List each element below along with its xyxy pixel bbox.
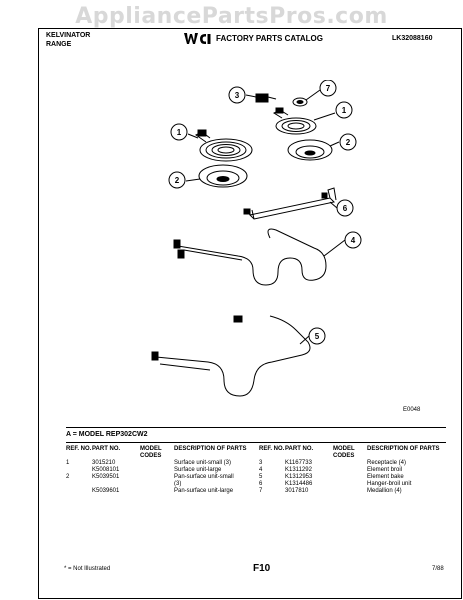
col-desc: DESCRIPTION OF PARTS (367, 446, 440, 452)
product-label: RANGE (46, 41, 72, 48)
table-row: 7 3017810 Medallion (4) (259, 488, 445, 495)
table-header-row: REF. NO. PART NO. MODEL CODES DESCRIPTIO… (66, 446, 250, 460)
cell-part: 3017810 (285, 488, 309, 494)
cell-part: K1311292 (285, 467, 312, 473)
cell-ref: 7 (259, 488, 263, 494)
cell-codes (333, 481, 367, 488)
brand-label: KELVINATOR (46, 32, 91, 39)
cell-ref: 5 (259, 474, 263, 480)
callout-circles (168, 80, 362, 345)
table-row: 1 3015210 Surface unit-small (3) (66, 460, 250, 467)
parts-table-left: REF. NO. PART NO. MODEL CODES DESCRIPTIO… (66, 446, 250, 495)
figure-code: E0048 (403, 407, 421, 413)
cell-part: K5008101 (92, 467, 120, 473)
divider-top (66, 427, 446, 428)
cell-desc: Surface unit-small (3) (174, 460, 232, 466)
hanger-broil-unit (243, 187, 337, 220)
medallion (292, 97, 308, 107)
callout-label: 1 (342, 106, 347, 115)
cell-part (92, 481, 140, 488)
callout-leaders (185, 89, 346, 345)
col-ref: REF. NO. (259, 446, 285, 452)
cell-desc: (3) (174, 481, 182, 487)
page-frame (38, 28, 462, 599)
watermark: AppliancePartsPros.com (75, 4, 388, 29)
cell-ref (66, 481, 92, 488)
cell-desc: Hanger-broil unit (367, 481, 412, 487)
cell-part: 3015210 (92, 460, 116, 466)
cell-ref: 4 (259, 467, 263, 473)
cell-ref: 1 (66, 460, 70, 466)
catalog-date: 7/88 (432, 566, 444, 572)
footnote: * = Not Illustrated (64, 566, 111, 572)
col-ref: REF. NO. (66, 446, 92, 452)
receptacle (255, 93, 277, 103)
callout-label: 4 (351, 236, 356, 245)
pan-surface-unit-large-left (198, 164, 248, 188)
surface-unit-small-right (272, 107, 317, 135)
cell-ref (66, 467, 92, 474)
table-row: K5039601 Pan-surface unit-large (66, 488, 250, 495)
cell-codes (333, 488, 367, 495)
parts-diagram: 3 7 1 1 2 2 6 4 5 (151, 80, 362, 397)
element-broil (173, 228, 327, 286)
col-desc: DESCRIPTION OF PARTS (174, 446, 247, 452)
cell-desc: Pan-surface unit-large (174, 488, 234, 494)
cell-desc: Receptacle (4) (367, 460, 407, 466)
cell-codes (333, 474, 367, 481)
model-line: A = MODEL REP302CW2 (66, 431, 148, 438)
parts-table-right: REF. NO. PART NO. MODEL CODES DESCRIPTIO… (259, 446, 445, 495)
cell-ref: 2 (66, 474, 70, 480)
wci-logo (184, 33, 211, 44)
table-row: (3) (66, 481, 250, 488)
table-row: 2 K5039501 Pan-surface unit-small (66, 474, 250, 481)
divider-model (66, 442, 446, 443)
cell-codes (333, 467, 367, 474)
callout-label: 3 (235, 91, 240, 100)
table-row: 5 K1312953 Element bake (259, 474, 445, 481)
catalog-number: LK32088160 (392, 35, 433, 42)
callout-label: 7 (326, 84, 331, 93)
catalog-title: FACTORY PARTS CATALOG (216, 34, 323, 43)
cell-ref: 6 (259, 481, 263, 487)
cell-desc: Medallion (4) (367, 488, 402, 494)
callout-label: 2 (175, 176, 180, 185)
callout-label: 6 (343, 204, 348, 213)
col-part: PART NO. (285, 446, 314, 452)
callout-label: 1 (177, 128, 182, 137)
cell-codes (333, 460, 367, 467)
table-row: 6 K1314486 Hanger-broil unit (259, 481, 445, 488)
page-number: F10 (253, 563, 271, 574)
col-codes: MODEL CODES (333, 446, 355, 459)
surface-unit-large-left (195, 129, 253, 162)
cell-codes (140, 474, 174, 481)
table-row: 4 K1311292 Element broil (259, 467, 445, 474)
cell-ref (66, 488, 92, 495)
cell-codes (140, 481, 174, 488)
cell-part: K1314486 (285, 481, 313, 487)
cell-part: K1312953 (285, 474, 313, 480)
cell-part: K5039601 (92, 488, 120, 494)
pan-surface-unit-small-right (287, 139, 333, 161)
table-header-row: REF. NO. PART NO. MODEL CODES DESCRIPTIO… (259, 446, 445, 460)
cell-desc: Element broil (367, 467, 403, 473)
cell-codes (140, 460, 174, 467)
cell-part: K1167733 (285, 460, 312, 466)
callout-label: 2 (346, 138, 351, 147)
cell-desc: Element bake (367, 474, 404, 480)
cell-desc: Pan-surface unit-small (174, 474, 234, 480)
table-row: K5008101 Surface unit-large (66, 467, 250, 474)
cell-desc: Surface unit-large (174, 467, 222, 473)
cell-codes (140, 488, 174, 495)
cell-codes (140, 467, 174, 474)
col-codes: MODEL CODES (140, 446, 162, 459)
col-part: PART NO. (92, 446, 121, 452)
callout-label: 5 (315, 332, 320, 341)
table-row: 3 K1167733 Receptacle (4) (259, 460, 445, 467)
cell-part: K5039501 (92, 474, 120, 480)
cell-ref: 3 (259, 460, 263, 466)
element-bake (151, 315, 311, 397)
